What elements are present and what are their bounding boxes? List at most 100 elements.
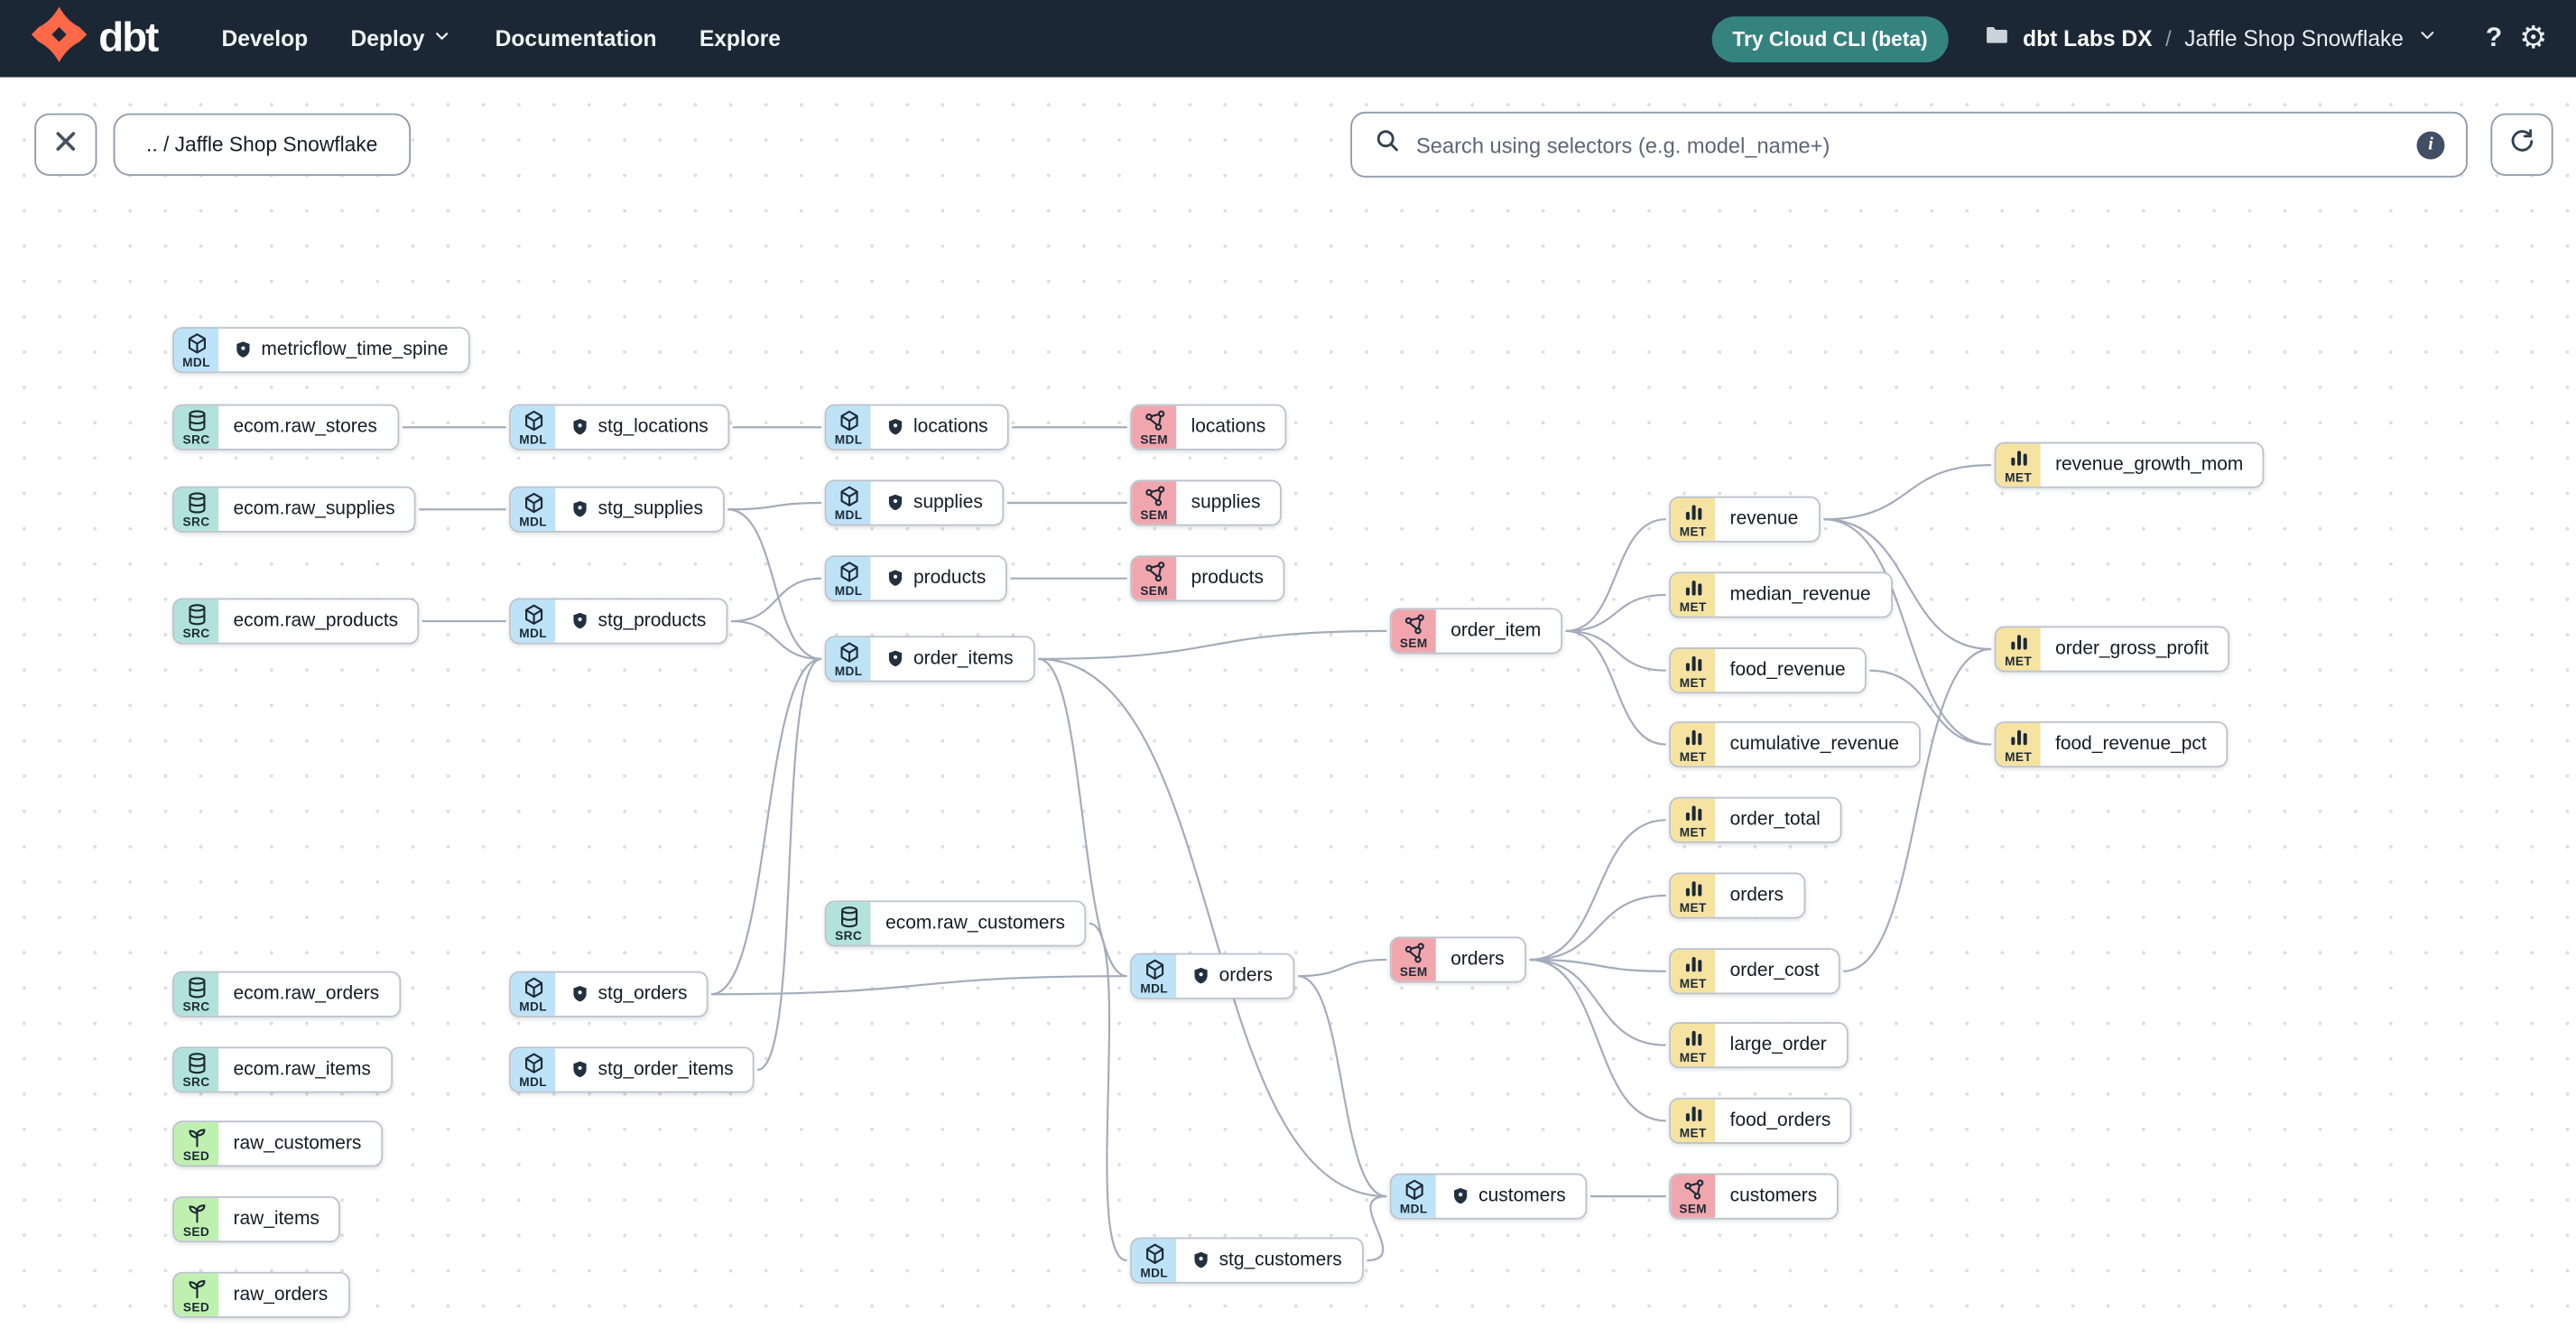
- node-label: supplies: [1191, 493, 1261, 513]
- edge-order_items-to-orders_mdl: [1038, 657, 1127, 978]
- health-shield-icon: [885, 493, 905, 513]
- cube-icon: [522, 409, 544, 432]
- source-badge: SRC: [173, 405, 219, 449]
- edge-order_item_sem-to-cumulative_revenue: [1565, 629, 1666, 746]
- info-icon[interactable]: i: [2416, 130, 2445, 159]
- canvas-breadcrumb[interactable]: .. / Jaffle Shop Snowflake: [113, 113, 411, 176]
- node-label: food_orders: [1729, 1110, 1831, 1131]
- seedling-icon: [185, 1277, 208, 1299]
- try-cloud-cli-button[interactable]: Try Cloud CLI (beta): [1710, 15, 1950, 62]
- health-shield-icon: [885, 649, 905, 669]
- node-src_raw_orders[interactable]: SRC ecom.raw_orders: [172, 971, 401, 1017]
- nav-item-documentation[interactable]: Documentation: [474, 26, 678, 51]
- edge-stg_customers-to-customers_mdl: [1367, 1195, 1387, 1262]
- close-button[interactable]: [34, 113, 97, 176]
- node-type-label: MDL: [519, 514, 547, 529]
- node-type-label: SRC: [182, 432, 210, 447]
- node-type-label: MDL: [1140, 980, 1169, 996]
- metric-badge: MET: [1671, 874, 1716, 917]
- nav-item-develop[interactable]: Develop: [200, 26, 329, 51]
- model-badge: MDL: [511, 488, 556, 531]
- node-food_orders[interactable]: MET food_orders: [1669, 1097, 1853, 1144]
- account-name[interactable]: dbt Labs DX: [2023, 26, 2153, 51]
- node-label: customers: [1478, 1186, 1566, 1207]
- node-label: raw_items: [233, 1209, 320, 1230]
- settings-gear-icon[interactable]: ⚙: [2519, 21, 2548, 56]
- node-type-label: MDL: [519, 1073, 547, 1090]
- cube-icon: [837, 640, 859, 663]
- metric-badge: MET: [1671, 497, 1716, 541]
- edge-order_item_sem-to-food_revenue: [1565, 629, 1666, 672]
- node-type-label: MET: [1679, 674, 1707, 691]
- node-type-label: SED: [182, 1299, 210, 1315]
- semantic-network-icon: [1143, 485, 1165, 507]
- node-label: ecom.raw_items: [233, 1060, 371, 1080]
- node-label: ecom.raw_orders: [233, 984, 380, 1005]
- dbt-logo[interactable]: dbt: [30, 5, 159, 72]
- health-shield-icon: [570, 611, 590, 631]
- node-type-label: MET: [1679, 824, 1707, 840]
- project-name[interactable]: Jaffle Shop Snowflake: [2184, 26, 2404, 51]
- node-label: products: [1191, 568, 1264, 589]
- account-breadcrumb: dbt Labs DX / Jaffle Shop Snowflake: [1985, 23, 2438, 55]
- metric-bars-icon: [1682, 576, 1704, 599]
- database-icon: [185, 409, 208, 432]
- chevron-down-icon[interactable]: [2417, 23, 2439, 53]
- metric-bars-icon: [1682, 878, 1704, 900]
- folder-icon: [1985, 23, 2009, 55]
- metric-badge: MET: [1671, 573, 1716, 617]
- refresh-button[interactable]: [2490, 113, 2553, 176]
- lineage-edges: [402, 426, 1992, 1262]
- help-icon[interactable]: ?: [2485, 23, 2503, 53]
- nav-item-deploy[interactable]: Deploy: [329, 26, 474, 51]
- node-type-label: SRC: [182, 999, 210, 1014]
- metric-bars-icon: [1682, 952, 1704, 975]
- nav-item-explore[interactable]: Explore: [678, 26, 802, 51]
- edge-order_item_sem-to-median_revenue: [1565, 593, 1666, 633]
- node-type-label: MET: [1679, 1125, 1707, 1140]
- metric-badge: MET: [1671, 798, 1716, 841]
- search-input[interactable]: [1416, 132, 2403, 157]
- health-shield-icon: [570, 1060, 590, 1080]
- edge-order_items-to-order_item_sem: [1038, 629, 1387, 660]
